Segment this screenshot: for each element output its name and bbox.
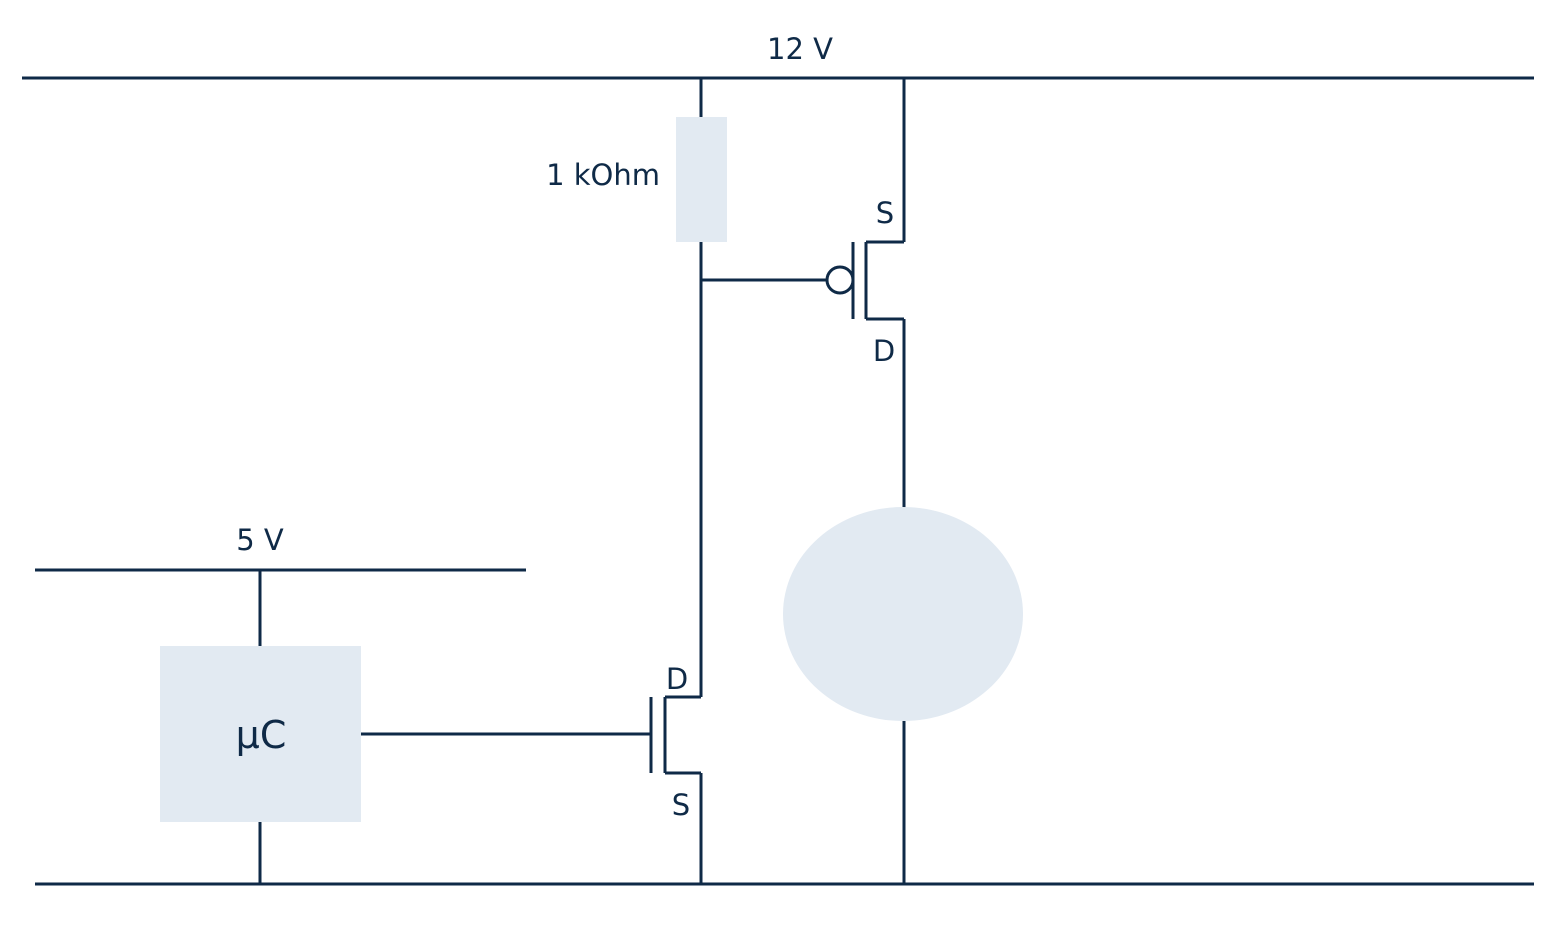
label-5v: 5 V xyxy=(236,523,284,557)
label-microcontroller: μC xyxy=(236,713,287,757)
label-pmos-source: S xyxy=(876,196,894,230)
pmos-gate-bubble xyxy=(825,265,855,295)
label-12v: 12 V xyxy=(767,32,833,66)
label-nmos-source: S xyxy=(672,788,690,822)
label-pmos-drain: D xyxy=(873,334,895,368)
label-nmos-drain: D xyxy=(666,662,688,696)
pmos-transistor xyxy=(825,240,904,321)
microcontroller xyxy=(160,646,361,822)
load xyxy=(783,507,1023,721)
nmos-transistor xyxy=(649,695,701,775)
resistor xyxy=(676,117,727,242)
label-resistor: 1 kOhm xyxy=(546,158,660,192)
